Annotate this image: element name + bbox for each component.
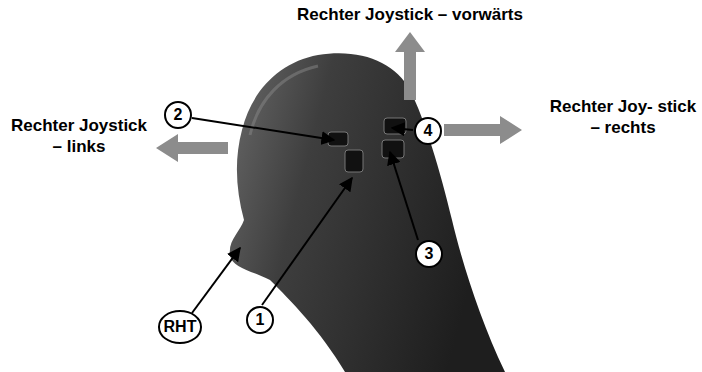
callout-circle: 1 [246,306,274,334]
direction-label: Rechter Joystick – vorwärts [297,4,523,25]
callout-number: 2 [174,107,183,123]
callout-number: 3 [425,246,434,262]
callout-circle: 4 [414,117,442,145]
callout-number: 1 [256,312,265,328]
joystick-handle [230,53,505,372]
direction-label: Rechter Joystick – links [4,115,154,158]
callout-circle: RHT [158,310,203,344]
direction-arrows [156,32,522,162]
direction-label: Rechter Joy- stick – rechts [548,96,698,139]
callout-number: 4 [424,123,433,139]
callout-number: RHT [164,319,197,335]
handle-highlight [250,66,318,135]
callout-circle: 3 [415,240,443,268]
leader-lines [192,118,418,313]
callout-circle: 2 [164,101,192,129]
